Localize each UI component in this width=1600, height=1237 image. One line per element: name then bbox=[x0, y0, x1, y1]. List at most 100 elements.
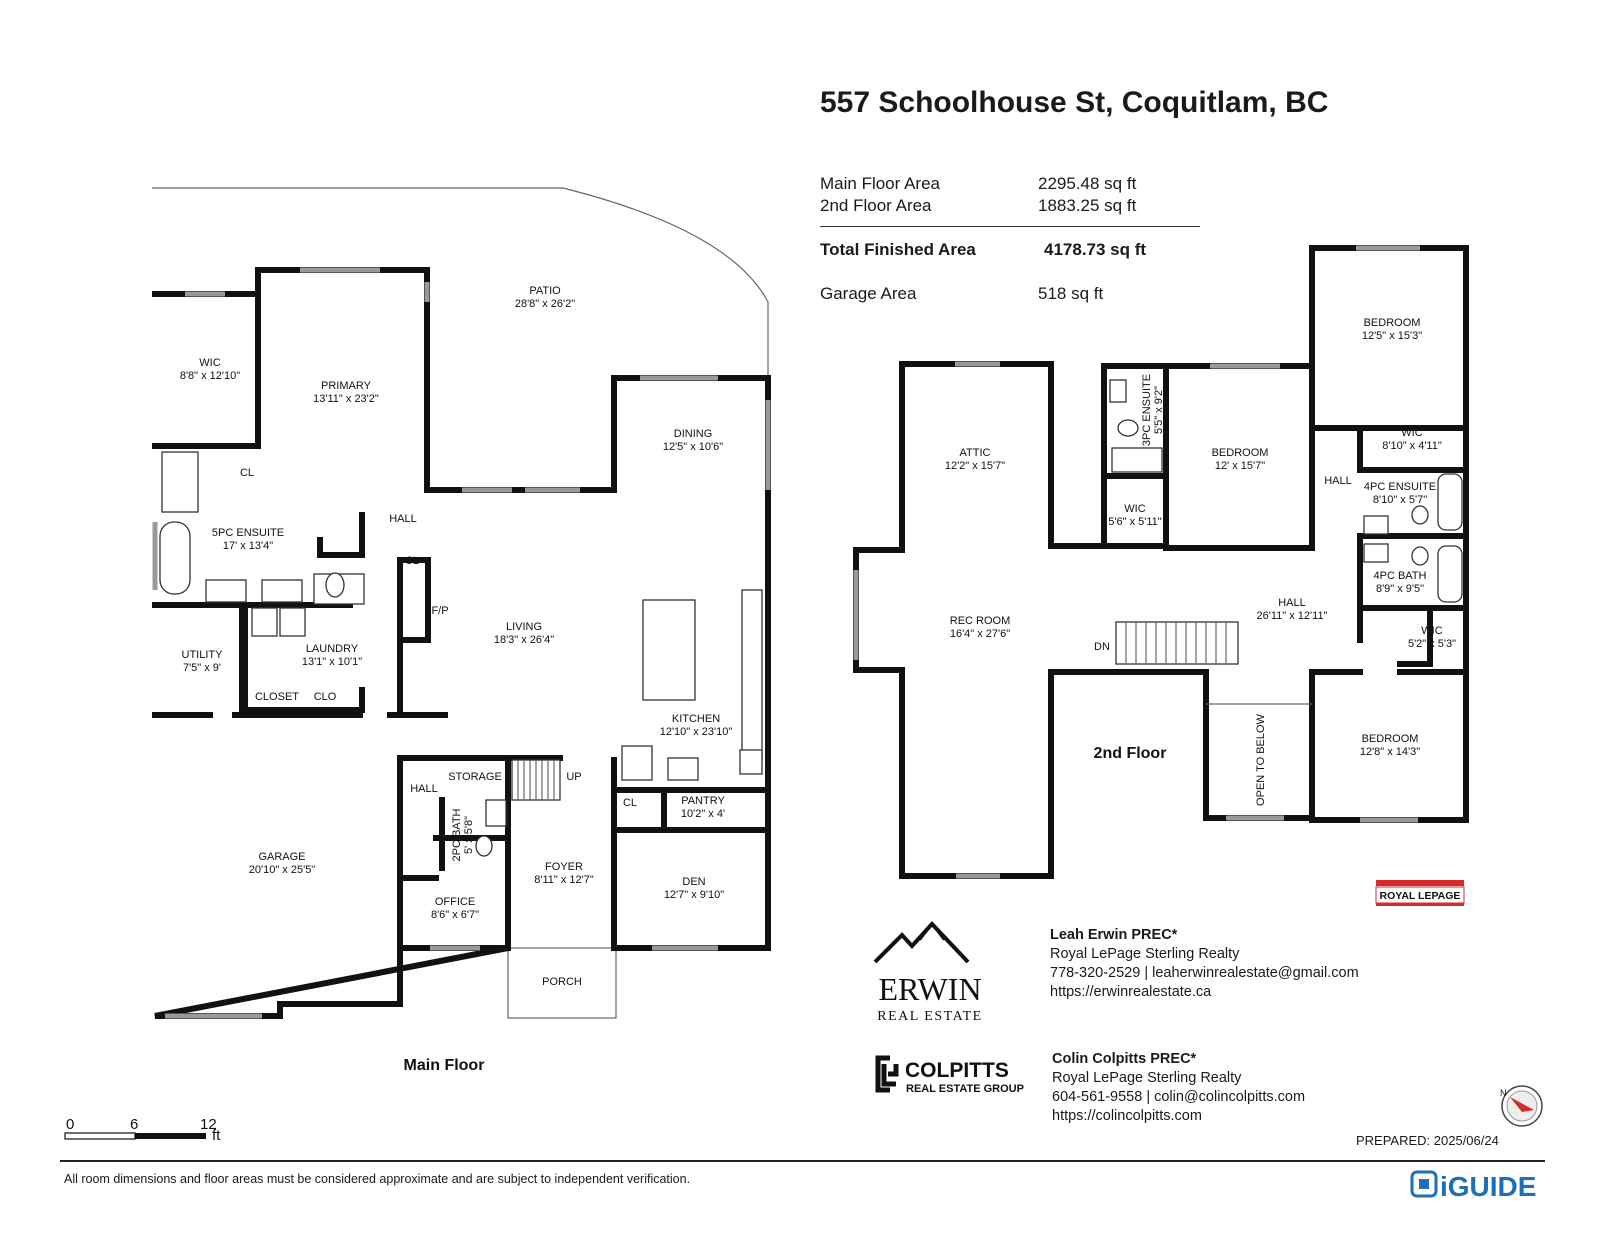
room-dims: 26'11" x 12'11" bbox=[1257, 610, 1328, 622]
agent-card-colpitts: Colin Colpitts PREC* Royal LePage Sterli… bbox=[1052, 1050, 1305, 1126]
scale-unit: ft bbox=[212, 1127, 221, 1140]
hall-label: HALL bbox=[1324, 475, 1352, 487]
room-dims: 8'10" x 5'7" bbox=[1373, 494, 1427, 506]
room-dims: 28'8" x 26'2" bbox=[515, 298, 575, 310]
porch-label: PORCH bbox=[542, 976, 582, 988]
room-dims: 13'1" x 10'1" bbox=[302, 656, 362, 668]
main-fixtures bbox=[159, 451, 763, 857]
room-dims: 12'8" x 14'3" bbox=[1360, 746, 1420, 758]
room-dims: 5'5" x 9'2" bbox=[1153, 386, 1165, 434]
agent-card-erwin: Leah Erwin PREC* Royal LePage Sterling R… bbox=[1050, 926, 1359, 1002]
area-label: 2nd Floor Area bbox=[820, 196, 932, 215]
main-windows bbox=[152, 267, 771, 1019]
colpitts-wordmark: COLPITTS bbox=[905, 1059, 1009, 1082]
room-dims: 8'8" x 12'10" bbox=[180, 370, 240, 382]
patio-outline bbox=[152, 187, 769, 378]
second-stairs bbox=[1115, 621, 1239, 665]
svg-text:2PC BATH5' x 5'8": 2PC BATH5' x 5'8" bbox=[451, 808, 475, 861]
area-row-total: Total Finished Area 4178.73 sq ft bbox=[820, 240, 1146, 260]
room-name: LIVING bbox=[506, 621, 542, 633]
area-value: 2295.48 sq ft bbox=[1038, 174, 1137, 193]
colpitts-logo: COLPITTS REAL ESTATE GROUP bbox=[875, 1055, 1024, 1095]
room-name: WIC bbox=[1401, 427, 1422, 439]
room-dims: 5' x 5'8" bbox=[463, 816, 475, 854]
second-fixtures bbox=[1109, 379, 1463, 603]
room-name: 2PC BATH bbox=[451, 808, 463, 861]
area-label: Total Finished Area bbox=[820, 240, 976, 259]
room-name: DEN bbox=[682, 876, 705, 888]
agent-website[interactable]: https://colincolpitts.com bbox=[1052, 1108, 1202, 1124]
room-name: PRIMARY bbox=[321, 380, 372, 392]
disclaimer-text: All room dimensions and floor areas must… bbox=[64, 1172, 691, 1186]
area-row-garage: Garage Area 518 sq ft bbox=[820, 284, 1103, 304]
room-name: 5PC ENSUITE bbox=[212, 527, 284, 539]
room-name: UTILITY bbox=[182, 649, 224, 661]
room-name: LAUNDRY bbox=[306, 643, 359, 655]
room-name: OFFICE bbox=[435, 896, 475, 908]
area-label: Garage Area bbox=[820, 284, 917, 303]
room-name: DINING bbox=[674, 428, 713, 440]
erwin-logo: ERWIN REAL ESTATE bbox=[873, 921, 982, 1024]
room-name: 3PC ENSUITE bbox=[1141, 374, 1153, 446]
room-name: 4PC ENSUITE bbox=[1364, 481, 1436, 493]
room-dims: 17' x 13'4" bbox=[223, 540, 273, 552]
iguide-logo: iGUIDE bbox=[1410, 1170, 1536, 1202]
scale-tick-label: 12 bbox=[200, 1116, 217, 1133]
agent-website[interactable]: https://erwinrealestate.ca bbox=[1050, 984, 1212, 1000]
room-dims: 8'11" x 12'7" bbox=[534, 874, 594, 886]
room-name: KITCHEN bbox=[672, 713, 720, 725]
room-name: BEDROOM bbox=[1364, 317, 1421, 329]
area-value: 518 sq ft bbox=[1038, 284, 1104, 303]
room-dims: 18'3" x 26'4" bbox=[494, 634, 554, 646]
room-dims: 13'11" x 23'2" bbox=[313, 393, 379, 405]
room-name: ATTIC bbox=[960, 447, 991, 459]
room-dims: 12' x 15'7" bbox=[1215, 460, 1265, 472]
room-name: HALL bbox=[1278, 597, 1306, 609]
iguide-wordmark: iGUIDE bbox=[1440, 1171, 1536, 1202]
prepared-date: PREPARED: 2025/06/24 bbox=[1356, 1133, 1499, 1148]
second-interior-walls bbox=[1101, 363, 1469, 823]
room-dims: 12'5" x 15'3" bbox=[1362, 330, 1422, 342]
closet-label: CL bbox=[623, 797, 637, 809]
second-exterior-wall bbox=[853, 245, 1469, 879]
page-title: 557 Schoolhouse St, Coquitlam, BC bbox=[820, 86, 1329, 119]
room-dims: 12'2" x 15'7" bbox=[945, 460, 1005, 472]
room-dims: 7'5" x 9' bbox=[183, 662, 221, 674]
fireplace-label: F/P bbox=[431, 605, 448, 617]
closet-label: CLO bbox=[314, 691, 337, 703]
hall-label: HALL bbox=[389, 513, 417, 525]
area-label: Main Floor Area bbox=[820, 174, 940, 193]
room-name: BEDROOM bbox=[1212, 447, 1269, 459]
agent-name: Colin Colpitts PREC* bbox=[1052, 1051, 1197, 1067]
open-to-below-label: OPEN TO BELOW bbox=[1255, 713, 1267, 806]
main-floor-title: Main Floor bbox=[404, 1057, 485, 1074]
footer-divider bbox=[60, 1160, 1545, 1162]
agent-contact[interactable]: 604-561-9558 | colin@colincolpitts.com bbox=[1052, 1089, 1306, 1105]
room-name: PANTRY bbox=[681, 795, 725, 807]
room-dims: 12'10" x 23'10" bbox=[660, 726, 733, 738]
erwin-wordmark: ERWIN bbox=[878, 971, 981, 1007]
porch-outline bbox=[507, 947, 617, 1019]
agent-name: Leah Erwin PREC* bbox=[1050, 927, 1178, 943]
closet-label: CLOSET bbox=[255, 691, 299, 703]
agent-contact[interactable]: 778-320-2529 | leaherwinrealestate@gmail… bbox=[1050, 965, 1359, 981]
area-value: 4178.73 sq ft bbox=[1044, 240, 1147, 259]
area-row-main: Main Floor Area 2295.48 sq ft bbox=[820, 174, 1136, 194]
room-name: BEDROOM bbox=[1362, 733, 1419, 745]
